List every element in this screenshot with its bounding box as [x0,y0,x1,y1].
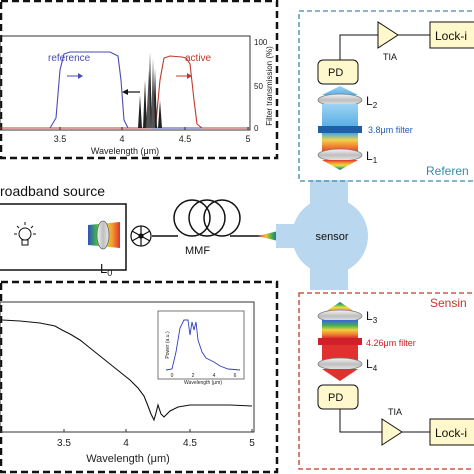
lens-l4-label: L4 [366,357,378,373]
inset-tick-label: 4 [213,373,216,379]
active-arrow [176,73,192,79]
x-tick-label: 5 [249,438,255,449]
lens-l4 [317,357,363,371]
lens-l2-label: L2 [366,94,378,110]
filter-transmission-panel: reference active 3.5 4 4.5 5 Wavelength … [0,0,279,160]
source-spectrum-panel: Power (a.u.) 0 2 4 6 Wavelength (μm) 3.5… [0,280,279,474]
reference-frame [298,10,474,182]
sensing-filter-label: 4.26μm filter [366,338,416,348]
pd-label: PD [328,67,343,79]
y-tick-label: 50 [254,82,263,91]
spectrum-curve [1,319,253,422]
x-tick-label: 5 [245,134,250,144]
inset-y-label: Power (a.u.) [165,331,171,359]
x-tick-label: 4.5 [179,134,192,144]
sensing-channel: Sensin L3 4.26μm filter L4 PD TIA Lock-i [298,292,474,470]
reference-filter [318,126,362,133]
lens-l0-label: L0 [100,261,112,278]
y-ticks: 0 50 100 [254,38,268,133]
source-title: roadband source [0,183,105,199]
lightbulb-icon [14,222,36,246]
absorption-spectrum-peaks [135,52,162,128]
inset-tick-label: 2 [192,373,195,379]
reference-curve [0,51,250,129]
y-tick-label: 100 [254,38,268,47]
x-tick-label: 3.5 [57,438,71,449]
inset-x-ticks: 0 2 4 6 [171,373,237,379]
pd-box [317,59,359,85]
tia-label: TIA [383,52,397,62]
reference-filter-label: 3.8μm filter [368,125,413,135]
inset-x-label: Wavelength (μm) [184,380,222,386]
lockin-label: Lock-i [435,29,467,43]
y-tick-label: 0 [254,124,259,133]
sensor-label: sensor [315,231,348,243]
x-ticks: 3.5 4 4.5 5 [54,127,251,144]
lockin-box [429,418,474,446]
inset-tick-label: 0 [171,373,174,379]
lockin-box [429,21,474,49]
fiber-output-beam [258,231,278,241]
fiber-coil [152,199,262,237]
x-tick-label: 4.5 [183,438,197,449]
sensor-cell: sensor [276,180,368,290]
lens-l1 [317,148,363,162]
shift-arrow [122,89,140,95]
inset-tick-label: 6 [234,373,237,379]
reference-arrow [67,73,83,79]
plot-axes [0,301,255,433]
broadband-source: roadband source L0 MMF [0,183,278,278]
sensing-frame [298,292,474,470]
tia-amplifier [377,21,399,49]
panel-frame [0,0,279,160]
lens-l1-label: L1 [366,149,378,165]
sensing-filter [318,338,362,345]
reference-channel: Lock-i TIA PD L2 3.8μm filter L1 Referen [298,10,474,182]
fiber-label: MMF [185,245,210,257]
legend-active: active [185,53,212,64]
pd-label: PD [328,392,343,404]
x-tick-label: 3.5 [54,134,67,144]
x-axis-label: Wavelength (μm) [86,453,170,465]
y-axis-label: Filter transmission (%) [265,46,274,126]
x-ticks: 3.5 4 4.5 5 [57,429,255,449]
spectrum-inset: Power (a.u.) 0 2 4 6 Wavelength (μm) [157,310,245,386]
source-lens [96,220,110,250]
plot-axes [0,35,251,131]
reference-title: Referen [426,164,469,178]
pd-box [317,384,359,410]
x-tick-label: 4 [123,438,129,449]
lockin-label: Lock-i [435,426,467,440]
chopper-icon [130,225,152,247]
sensing-title: Sensin [430,296,467,310]
x-axis-label: Wavelength (μm) [91,146,159,156]
legend-reference: reference [48,53,91,64]
tia-label: TIA [388,407,402,417]
lens-l3-label: L3 [366,309,378,325]
x-tick-label: 4 [119,134,124,144]
tia-amplifier [381,418,403,446]
inset-curve [165,319,241,371]
